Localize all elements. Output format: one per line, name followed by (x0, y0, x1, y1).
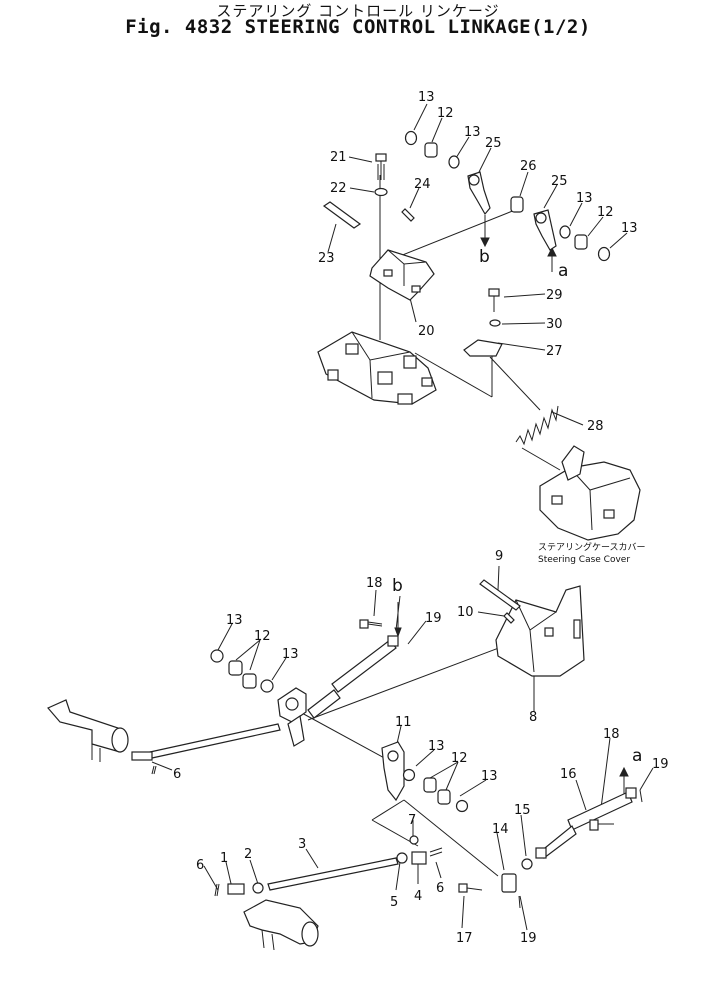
callout-7: 7 (408, 813, 416, 828)
upper-fasteners (404, 130, 611, 262)
left-lever-housing (47, 699, 129, 762)
ref-label-b-lower: b (392, 576, 403, 596)
callout-12: 12 (254, 629, 271, 644)
control-valve (317, 331, 437, 405)
callout-16: 16 (560, 767, 577, 782)
right-fasteners (458, 789, 643, 909)
callout-1: 1 (220, 851, 228, 866)
ref-label-b: b (479, 247, 490, 267)
callout-13: 13 (428, 739, 445, 754)
callout-29: 29 (546, 288, 563, 303)
bracket-8 (479, 579, 585, 677)
callout-19: 19 (520, 931, 537, 946)
callout-15: 15 (514, 803, 531, 818)
upper-leader-lines (327, 103, 628, 471)
callout-19: 19 (652, 757, 669, 772)
callout-14: 14 (492, 822, 509, 837)
callout-17: 17 (456, 931, 473, 946)
bolt-18-upper (359, 619, 383, 629)
callout-2: 2 (244, 847, 252, 862)
upper-bolt-pins (322, 153, 415, 229)
callout-22: 22 (330, 181, 347, 196)
callout-12: 12 (597, 205, 614, 220)
upper-ref-arrows (480, 237, 557, 257)
callout-13: 13 (418, 90, 435, 105)
callout-6: 6 (436, 881, 444, 896)
callout-labels: 13 12 13 25 21 26 25 22 24 13 12 13 23 b… (173, 90, 669, 946)
diagram-title-japanese: ステアリング コントロール リンケージ (216, 2, 500, 20)
callout-8: 8 (529, 710, 537, 725)
callout-23: 23 (318, 251, 335, 266)
cover-caption-japanese: ステアリングケースカバー (538, 541, 646, 553)
callout-13: 13 (576, 191, 593, 206)
callout-13: 13 (621, 221, 638, 236)
middle-fasteners (210, 649, 274, 693)
callout-18: 18 (366, 576, 383, 591)
callout-24: 24 (414, 177, 431, 192)
diagram-title: Fig. 4832 STEERING CONTROL LINKAGE(1/2) (125, 16, 591, 38)
upper-levers (467, 171, 557, 251)
callout-11: 11 (395, 715, 412, 730)
callout-18: 18 (603, 727, 620, 742)
callout-13: 13 (282, 647, 299, 662)
upper-plate (463, 288, 503, 357)
callout-21: 21 (330, 150, 347, 165)
cylinder-b (307, 635, 399, 719)
callout-13: 13 (226, 613, 243, 628)
rocker-11 (277, 687, 469, 813)
callout-6: 6 (196, 858, 204, 873)
callout-5: 5 (390, 895, 398, 910)
cover-caption: Steering Case Cover (538, 555, 630, 565)
callout-30: 30 (546, 317, 563, 332)
callout-19: 19 (425, 611, 442, 626)
spring-28 (515, 405, 559, 446)
callout-9: 9 (495, 549, 503, 564)
bracket-20 (369, 249, 435, 301)
lower-lever-housing (243, 899, 319, 951)
rod-3 (214, 835, 443, 897)
callout-25: 25 (485, 136, 502, 151)
callout-12: 12 (451, 751, 468, 766)
steering-case-cover (539, 445, 641, 541)
callout-6: 6 (173, 767, 181, 782)
callout-27: 27 (546, 344, 563, 359)
callout-4: 4 (414, 889, 422, 904)
callout-3: 3 (298, 837, 306, 852)
callout-13: 13 (464, 125, 481, 140)
ref-label-a: a (558, 261, 568, 281)
callout-20: 20 (418, 324, 435, 339)
callout-10: 10 (457, 605, 474, 620)
ref-label-a-lower: a (632, 746, 642, 766)
rod-6-upper (131, 723, 281, 775)
callout-12: 12 (437, 106, 454, 121)
callout-13: 13 (481, 769, 498, 784)
callout-25: 25 (551, 174, 568, 189)
callout-28: 28 (587, 419, 604, 434)
callout-26: 26 (520, 159, 537, 174)
cylinder-16 (535, 787, 637, 859)
